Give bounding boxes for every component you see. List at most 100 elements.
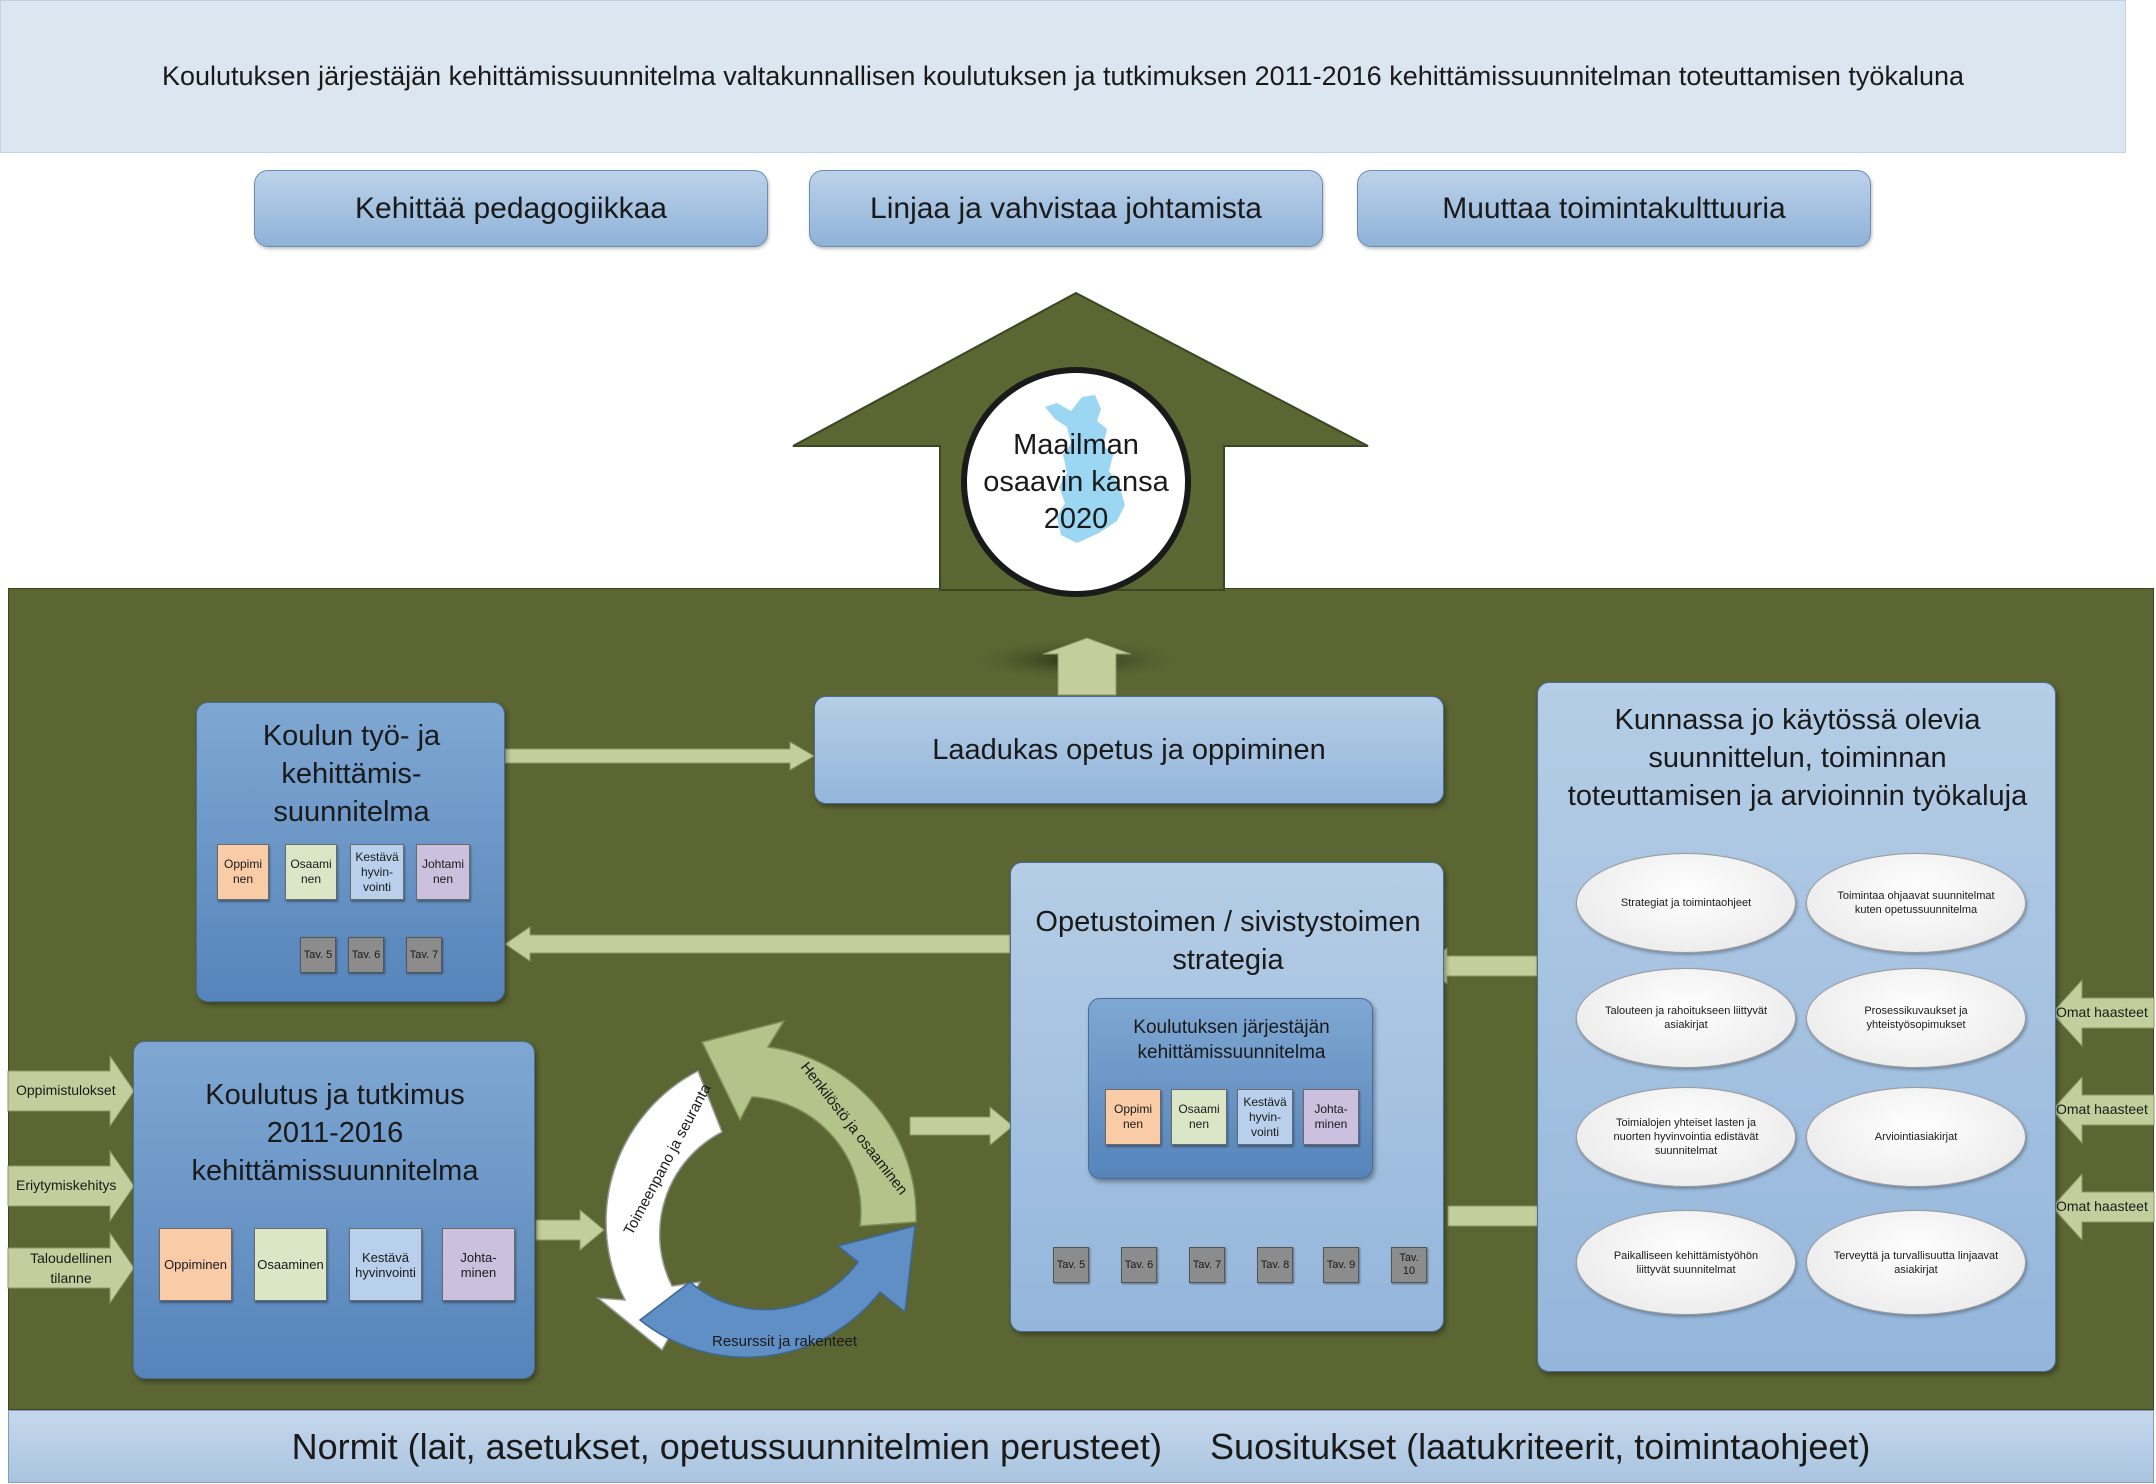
- vision-line: 2020: [1043, 502, 1109, 535]
- tav-label: Tav. 8: [1260, 1258, 1290, 1271]
- theme-label: Kestävä hyvin- vointi: [355, 849, 399, 894]
- tool-oval: Prosessikuvaukset ja yhteistyösopimukset: [1806, 968, 2026, 1068]
- vision-circle: Maailman osaavin kansa 2020: [961, 367, 1191, 597]
- goal-label: Linjaa ja vahvistaa johtamista: [870, 191, 1262, 225]
- theme-label: Osaaminen: [257, 1257, 324, 1272]
- recommendations-text: Suositukset (laatukriteerit, toimintaohj…: [1210, 1425, 1871, 1467]
- tool-oval: Talouteen ja rahoitukseen liittyvät asia…: [1576, 968, 1796, 1068]
- tav-label: Tav. 7: [409, 948, 439, 961]
- theme-label: Oppimi nen: [223, 857, 262, 886]
- challenge-label: Omat haasteet: [2056, 1198, 2148, 1214]
- tav-box: Tav. 9: [1323, 1247, 1359, 1283]
- theme-label: Osaami nen: [1178, 1102, 1220, 1131]
- theme-leadership: Johta- minen: [1303, 1089, 1359, 1145]
- norms-banner: Normit (lait, asetukset, opetussuunnitel…: [8, 1410, 2154, 1483]
- theme-label: Osaami nen: [290, 857, 332, 886]
- municipal-tools-title: Kunnassa jo käytössä olevia suunnittelun…: [1538, 701, 2057, 815]
- quality-label: Laadukas opetus ja oppiminen: [932, 733, 1326, 766]
- goal-leadership: Linjaa ja vahvistaa johtamista: [809, 170, 1323, 247]
- tool-label: Talouteen ja rahoitukseen liittyvät asia…: [1604, 1005, 1768, 1031]
- title-line: kehittämissuunnitelma: [1137, 1042, 1326, 1063]
- tav-box: Tav. 8: [1257, 1247, 1293, 1283]
- theme-label: Johtami nen: [421, 857, 465, 886]
- tool-label: Toimintaa ohjaavat suunnitelmat kuten op…: [1837, 890, 1995, 916]
- tav-label: Tav. 7: [1192, 1258, 1222, 1271]
- title-banner: Koulutuksen järjestäjän kehittämissuunni…: [0, 0, 2126, 153]
- input-label-differentiation: Eriytymiskehitys: [16, 1177, 117, 1193]
- theme-label: Kestävä hyvin- vointi: [1243, 1094, 1287, 1139]
- tav-box: Tav. 6: [1121, 1247, 1157, 1283]
- goal-culture: Muuttaa toimintakulttuuria: [1357, 170, 1871, 247]
- title-line: toteuttamisen ja arvioinnin työkaluja: [1567, 780, 2028, 812]
- goal-pedagogy: Kehittää pedagogiikkaa: [254, 170, 768, 247]
- title-line: Koulutuksen järjestäjän: [1133, 1017, 1330, 1038]
- theme-label: Oppimi nen: [1113, 1102, 1152, 1131]
- title-line: suunnitelma: [273, 796, 430, 828]
- tool-oval: Strategiat ja toimintaohjeet: [1576, 853, 1796, 953]
- theme-competence: Osaaminen: [254, 1228, 327, 1301]
- tav-box: Tav. 7: [1189, 1247, 1225, 1283]
- goal-label: Kehittää pedagogiikkaa: [355, 191, 667, 225]
- tav-label: Tav. 9: [1326, 1258, 1356, 1271]
- tool-label: Terveyttä ja turvallisuutta linjaavat as…: [1833, 1249, 1999, 1276]
- tool-oval: Toimintaa ohjaavat suunnitelmat kuten op…: [1806, 853, 2026, 953]
- theme-competence: Osaami nen: [285, 844, 337, 900]
- title-line: Koulun työ- ja: [262, 720, 441, 752]
- theme-label: Kestävä hyvinvointi: [355, 1249, 416, 1280]
- theme-label: Johta- minen: [460, 1249, 497, 1280]
- tool-label: Strategiat ja toimintaohjeet: [1620, 897, 1752, 909]
- strategy-panel: Opetustoimen / sivistystoimen strategia …: [1010, 862, 1444, 1332]
- tool-oval: Toimialojen yhteiset lasten ja nuorten h…: [1576, 1087, 1796, 1187]
- theme-leadership: Johta- minen: [442, 1228, 515, 1301]
- title-line: strategia: [1172, 944, 1284, 976]
- tav-box: Tav. 10: [1391, 1247, 1427, 1283]
- tav-box: Tav. 5: [300, 937, 336, 973]
- tav-label: Tav. 5: [303, 948, 333, 961]
- tool-label: Prosessikuvaukset ja yhteistyösopimukset: [1864, 1005, 1968, 1031]
- national-plan-title: Koulutus ja tutkimus 2011-2016 kehittämi…: [134, 1076, 536, 1190]
- tav-box: Tav. 5: [1053, 1247, 1089, 1283]
- challenge-label: Omat haasteet: [2056, 1004, 2148, 1020]
- challenge-label: Omat haasteet: [2056, 1101, 2148, 1117]
- title-line: 2011-2016: [266, 1117, 404, 1149]
- municipal-tools-panel: Kunnassa jo käytössä olevia suunnittelun…: [1537, 682, 2056, 1372]
- tool-label: Toimialojen yhteiset lasten ja nuorten h…: [1613, 1117, 1759, 1157]
- title-line: kehittämis-: [281, 758, 422, 790]
- vision-text: Maailman osaavin kansa 2020: [983, 427, 1168, 538]
- theme-learning: Oppimi nen: [217, 844, 269, 900]
- tav-box: Tav. 6: [348, 937, 384, 973]
- theme-competence: Osaami nen: [1171, 1089, 1227, 1145]
- tool-label: Arviointiasiakirjat: [1874, 1131, 1958, 1143]
- theme-wellbeing: Kestävä hyvin- vointi: [350, 844, 404, 900]
- school-plan-panel: Koulun työ- ja kehittämis- suunnitelma O…: [196, 702, 505, 1002]
- goal-label: Muuttaa toimintakulttuuria: [1442, 191, 1786, 225]
- theme-learning: Oppimi nen: [1105, 1089, 1161, 1145]
- title-line: Kunnassa jo käytössä olevia: [1614, 704, 1981, 736]
- theme-wellbeing: Kestävä hyvinvointi: [349, 1228, 422, 1301]
- quality-box: Laadukas opetus ja oppiminen: [814, 696, 1444, 804]
- norms-text: Normit (lait, asetukset, opetussuunnitel…: [291, 1425, 1163, 1467]
- provider-plan-panel: Koulutuksen järjestäjän kehittämissuunni…: [1088, 998, 1373, 1179]
- tool-oval: Terveyttä ja turvallisuutta linjaavat as…: [1806, 1210, 2026, 1315]
- tav-label: Tav. 6: [351, 948, 381, 961]
- tav-box: Tav. 7: [406, 937, 442, 973]
- finland-map-icon: [1045, 395, 1125, 543]
- tool-label: Paikalliseen kehittämistyöhön liittyvät …: [1613, 1249, 1759, 1276]
- provider-plan-title: Koulutuksen järjestäjän kehittämissuunni…: [1089, 1015, 1374, 1065]
- tool-oval: Paikalliseen kehittämistyöhön liittyvät …: [1576, 1210, 1796, 1315]
- theme-label: Johta- minen: [1314, 1102, 1348, 1131]
- theme-leadership: Johtami nen: [416, 844, 470, 900]
- school-plan-title: Koulun työ- ja kehittämis- suunnitelma: [197, 717, 506, 831]
- tav-label: Tav. 6: [1124, 1258, 1154, 1271]
- title-line: suunnittelun, toiminnan: [1648, 742, 1947, 774]
- title-line: Koulutus ja tutkimus: [205, 1079, 465, 1111]
- theme-wellbeing: Kestävä hyvin- vointi: [1237, 1089, 1293, 1145]
- tav-label: Tav. 10: [1399, 1252, 1419, 1277]
- theme-label: Oppiminen: [164, 1257, 227, 1272]
- tav-label: Tav. 5: [1056, 1258, 1086, 1271]
- vision-line: osaavin kansa: [983, 465, 1169, 498]
- input-label-economy: Taloudellinen tilanne: [30, 1250, 112, 1286]
- strategy-title: Opetustoimen / sivistystoimen strategia: [1011, 903, 1445, 979]
- vision-line: Maailman: [1013, 428, 1139, 461]
- national-plan-panel: Koulutus ja tutkimus 2011-2016 kehittämi…: [133, 1041, 535, 1379]
